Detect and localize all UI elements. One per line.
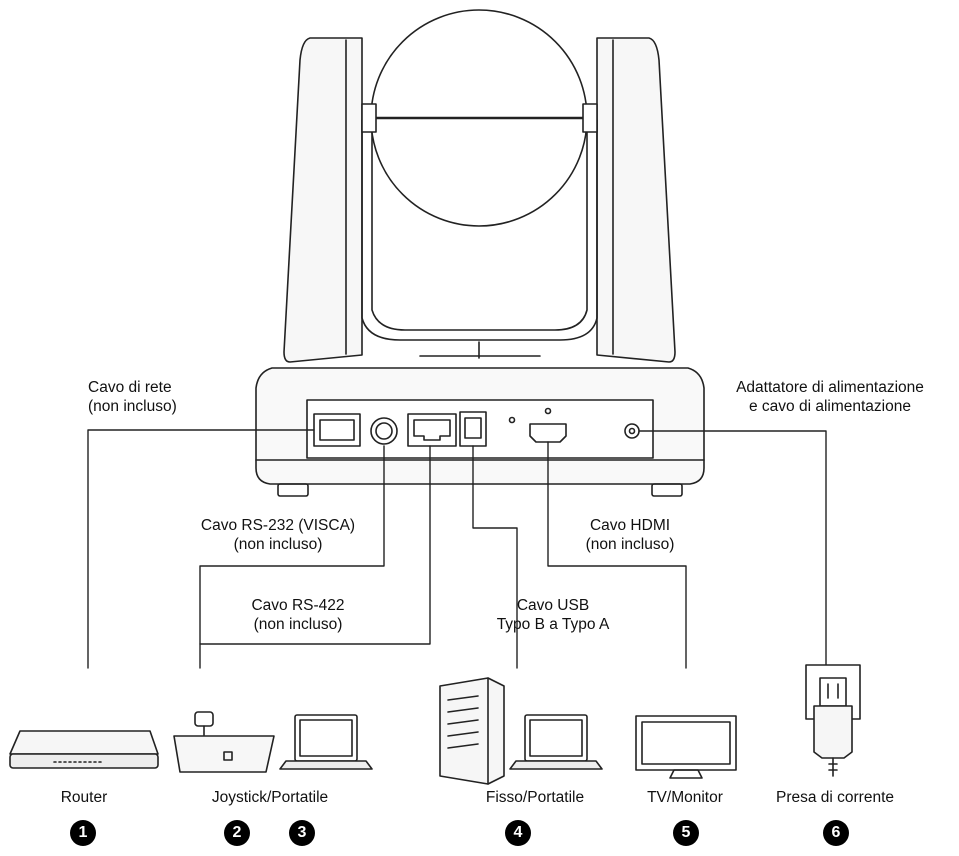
number-badge-6: 6 xyxy=(823,820,849,846)
network-cable-label: Cavo di rete (non incluso) xyxy=(88,379,177,415)
router-label: Router xyxy=(60,789,108,806)
laptop-device-1 xyxy=(279,714,373,770)
rs232-cable-label: Cavo RS-232 (VISCA) (non incluso) xyxy=(200,517,356,553)
joystick-laptop-label: Joystick/Portatile xyxy=(211,789,329,806)
cable-lines xyxy=(87,429,827,669)
hdmi-cable-label: Cavo HDMI (non incluso) xyxy=(585,517,675,553)
router-device xyxy=(9,730,159,769)
tv-monitor-device xyxy=(635,715,737,779)
number-badge-1: 1 xyxy=(70,820,96,846)
laptop-device-2 xyxy=(509,714,603,770)
tv-monitor-label: TV/Monitor xyxy=(647,789,723,806)
hdmi-port xyxy=(529,423,567,443)
number-badge-3: 3 xyxy=(289,820,315,846)
number-badge-4: 4 xyxy=(505,820,531,846)
rs422-cable-label: Cavo RS-422 (non incluso) xyxy=(251,597,345,633)
rs422-port xyxy=(407,413,457,447)
joystick-device xyxy=(173,711,275,773)
number-badge-5: 5 xyxy=(673,820,699,846)
usb-cable-label: Cavo USB Typo B a Typo A xyxy=(496,597,610,633)
power-outlet-device xyxy=(805,664,861,777)
ptz-camera xyxy=(255,9,705,497)
power-outlet-label: Presa di corrente xyxy=(775,789,895,806)
number-badge-2: 2 xyxy=(224,820,250,846)
rs232-port xyxy=(370,417,398,445)
desktop-tower-device xyxy=(439,677,505,785)
rear-panel xyxy=(306,399,654,459)
desktop-laptop-label: Fisso/Portatile xyxy=(485,789,585,806)
power-cable-label: Adattatore di alimentazione e cavo di al… xyxy=(736,379,924,415)
